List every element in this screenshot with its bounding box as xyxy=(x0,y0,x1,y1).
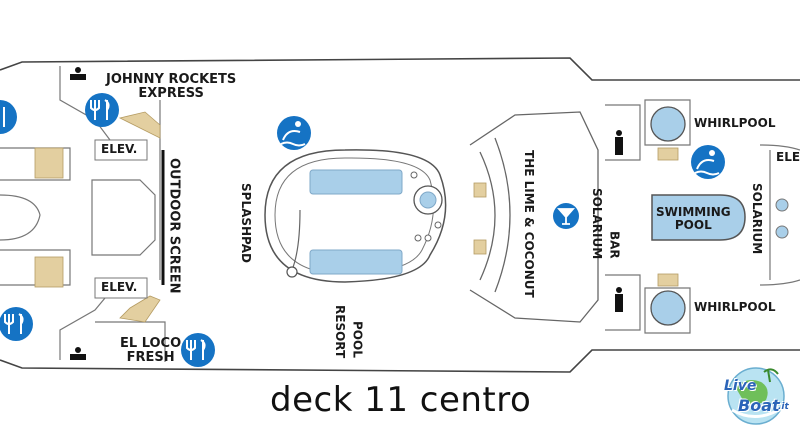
swimming-pool-shape xyxy=(651,194,746,241)
johnny-rockets-line2: EXPRESS xyxy=(138,86,204,102)
solarium-round-right-top xyxy=(775,198,789,212)
elevator-box-top xyxy=(94,139,148,161)
restaurant-icon xyxy=(181,333,215,367)
restaurant-icon xyxy=(0,100,17,134)
resort-pool-line2: POOL xyxy=(350,321,365,359)
whirlpool-top-shape xyxy=(650,106,686,142)
deck-caption: deck 11 centro xyxy=(270,380,532,420)
pool-icon xyxy=(691,145,725,179)
el-loco-fresh-label: EL LOCO FRESH xyxy=(120,336,182,366)
solarium-bar-label: SOLARIUM BAR xyxy=(590,188,621,262)
resort-pool-line1: RESORT xyxy=(333,305,348,359)
outdoor-screen-label: OUTDOOR SCREEN xyxy=(166,158,182,294)
elevator-label-right-top: ELEV xyxy=(776,150,800,164)
pool-icon xyxy=(277,116,311,150)
swimming-pool-line1: SWIMMING xyxy=(656,205,731,219)
stairs-mid xyxy=(473,182,487,255)
logo-suffix: .it xyxy=(778,402,789,412)
logo-line2: Boat xyxy=(738,396,780,415)
elevator-label-bottom: ELEV. xyxy=(101,280,138,294)
whirlpool-top-label: WHIRLPOOL xyxy=(694,116,776,130)
splashpad-label: SPLASHPAD xyxy=(239,183,254,263)
stairs-left xyxy=(34,111,161,323)
solarium-bar-line2: BAR xyxy=(607,231,622,260)
restaurant-icon xyxy=(85,93,119,127)
restaurant-icon xyxy=(0,307,33,341)
elevator-label-top: ELEV. xyxy=(101,142,138,156)
solarium-round-right-bottom xyxy=(775,225,789,239)
whirlpool-bottom-label: WHIRLPOOL xyxy=(694,300,776,314)
stairs-right xyxy=(657,147,679,287)
logo-line1: Live xyxy=(724,378,757,394)
lime-coconut-label: THE LIME & COCONUT xyxy=(522,150,537,298)
hull-outline xyxy=(0,57,800,373)
el-loco-line1: EL LOCO xyxy=(120,336,182,351)
restroom-icon xyxy=(70,67,86,80)
globe-icon xyxy=(727,367,785,425)
lime-coconut-structure xyxy=(469,111,599,323)
swimming-pool-line2: POOL xyxy=(674,218,712,233)
restroom-icon xyxy=(70,347,86,360)
solarium-structure xyxy=(605,99,800,334)
restroom-icon xyxy=(615,287,623,312)
johnny-rockets-line1: JOHNNY ROCKETS xyxy=(106,72,237,87)
liveboat-logo: Live Boat .it xyxy=(716,358,796,430)
resort-pool-label: RESORT POOL xyxy=(333,305,364,361)
restroom-icon xyxy=(615,130,623,155)
solarium-label: SOLARIUM xyxy=(750,183,765,255)
whirlpool-bottom-shape xyxy=(650,290,686,326)
johnny-rockets-label: JOHNNY ROCKETS EXPRESS xyxy=(106,72,237,102)
solarium-bar-line1: SOLARIUM xyxy=(590,188,605,260)
bar-icon xyxy=(553,203,579,229)
el-loco-line2: FRESH xyxy=(126,350,175,366)
swimming-pool-label: SWIMMING POOL xyxy=(656,205,731,233)
elevator-box-bottom xyxy=(94,277,148,299)
resort-pool-complex xyxy=(264,149,447,283)
